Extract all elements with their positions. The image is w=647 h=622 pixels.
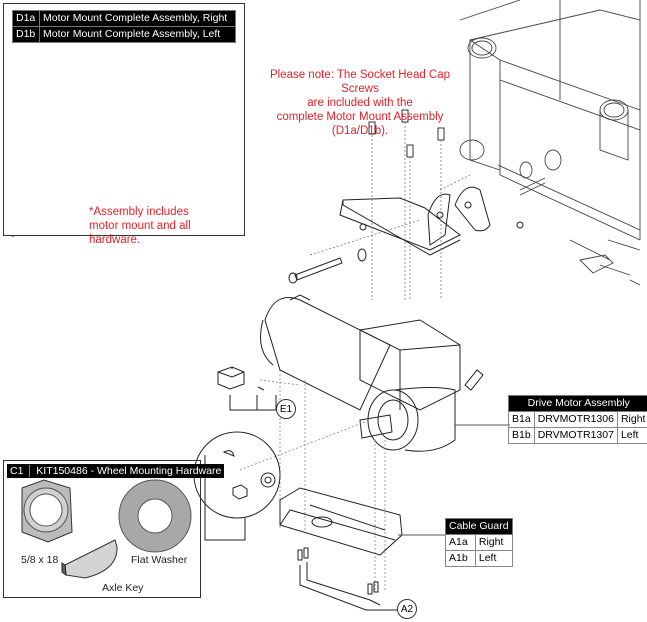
motor-mount-plate [339, 186, 524, 256]
callout-e1: E1 [276, 399, 296, 419]
wheel-hardware-box: C1 KIT150486 - Wheel Mounting Hardware 5… [3, 460, 225, 598]
cable-guard-title: Cable Guard [445, 518, 513, 535]
part-number: DRVMOTR1306 [533, 411, 618, 428]
note-line1: Please note: The Socket Head Cap Screws [269, 69, 451, 95]
part-side: Right [474, 534, 513, 551]
table-row: A1a Right [445, 534, 513, 551]
motor-mount-inset: D1a Motor Mount Complete Assembly, Right… [3, 3, 245, 246]
socket-screw-note: Please note: The Socket Head Cap Screws … [252, 68, 468, 138]
part-id: D1a [12, 10, 40, 27]
note-line2: are included with the [307, 97, 413, 109]
wheel-hardware-art [21, 479, 192, 579]
nut-label: 5/8 x 18 [21, 554, 59, 566]
table-row: D1a Motor Mount Complete Assembly, Right [12, 10, 236, 27]
part-desc: Motor Mount Complete Assembly, Left [39, 26, 236, 43]
part-side: Left [616, 427, 647, 444]
drive-motor-title: Drive Motor Assembly [507, 395, 647, 412]
part-id: B1b [508, 427, 535, 444]
part-id: A1a [445, 534, 476, 551]
drive-motor-table: Drive Motor Assembly B1a DRVMOTR1306 Rig… [507, 395, 647, 444]
washer-label: Flat Washer [131, 554, 188, 566]
cable-guard [279, 487, 403, 556]
table-row: D1b Motor Mount Complete Assembly, Left [12, 26, 236, 43]
part-id: D1b [12, 26, 40, 43]
drive-motor [260, 294, 484, 452]
kit-title: KIT150486 - Wheel Mounting Hardware [36, 465, 222, 477]
part-number: DRVMOTR1307 [533, 427, 618, 444]
part-side: Left [474, 550, 513, 567]
axle-key-label: Axle Key [102, 582, 144, 594]
inset-note-line1: *Assembly includes [89, 206, 189, 218]
part-id: A1b [445, 550, 476, 567]
wheel-hardware-header: C1 KIT150486 - Wheel Mounting Hardware [7, 464, 225, 478]
part-id: C1 [10, 465, 24, 477]
callout-a2: A2 [397, 599, 417, 619]
table-row: A1b Left [445, 550, 513, 567]
inset-note-line2: motor mount and all hardware. [89, 220, 191, 246]
note-line3: complete Motor Mount Assembly (D1a/D1b). [276, 111, 444, 137]
motor-mount-table: D1a Motor Mount Complete Assembly, Right… [12, 10, 236, 43]
part-id: B1a [508, 411, 535, 428]
table-row: B1a DRVMOTR1306 Right [508, 411, 647, 428]
part-side: Right [616, 411, 647, 428]
inset-note: *Assembly includes motor mount and all h… [89, 205, 244, 247]
chassis-frame [459, 0, 641, 286]
e1-parts [217, 366, 265, 391]
cable-guard-table: Cable Guard A1a Right A1b Left [445, 518, 513, 567]
part-desc: Motor Mount Complete Assembly, Right [39, 10, 236, 27]
table-row: B1b DRVMOTR1307 Left [508, 427, 647, 444]
